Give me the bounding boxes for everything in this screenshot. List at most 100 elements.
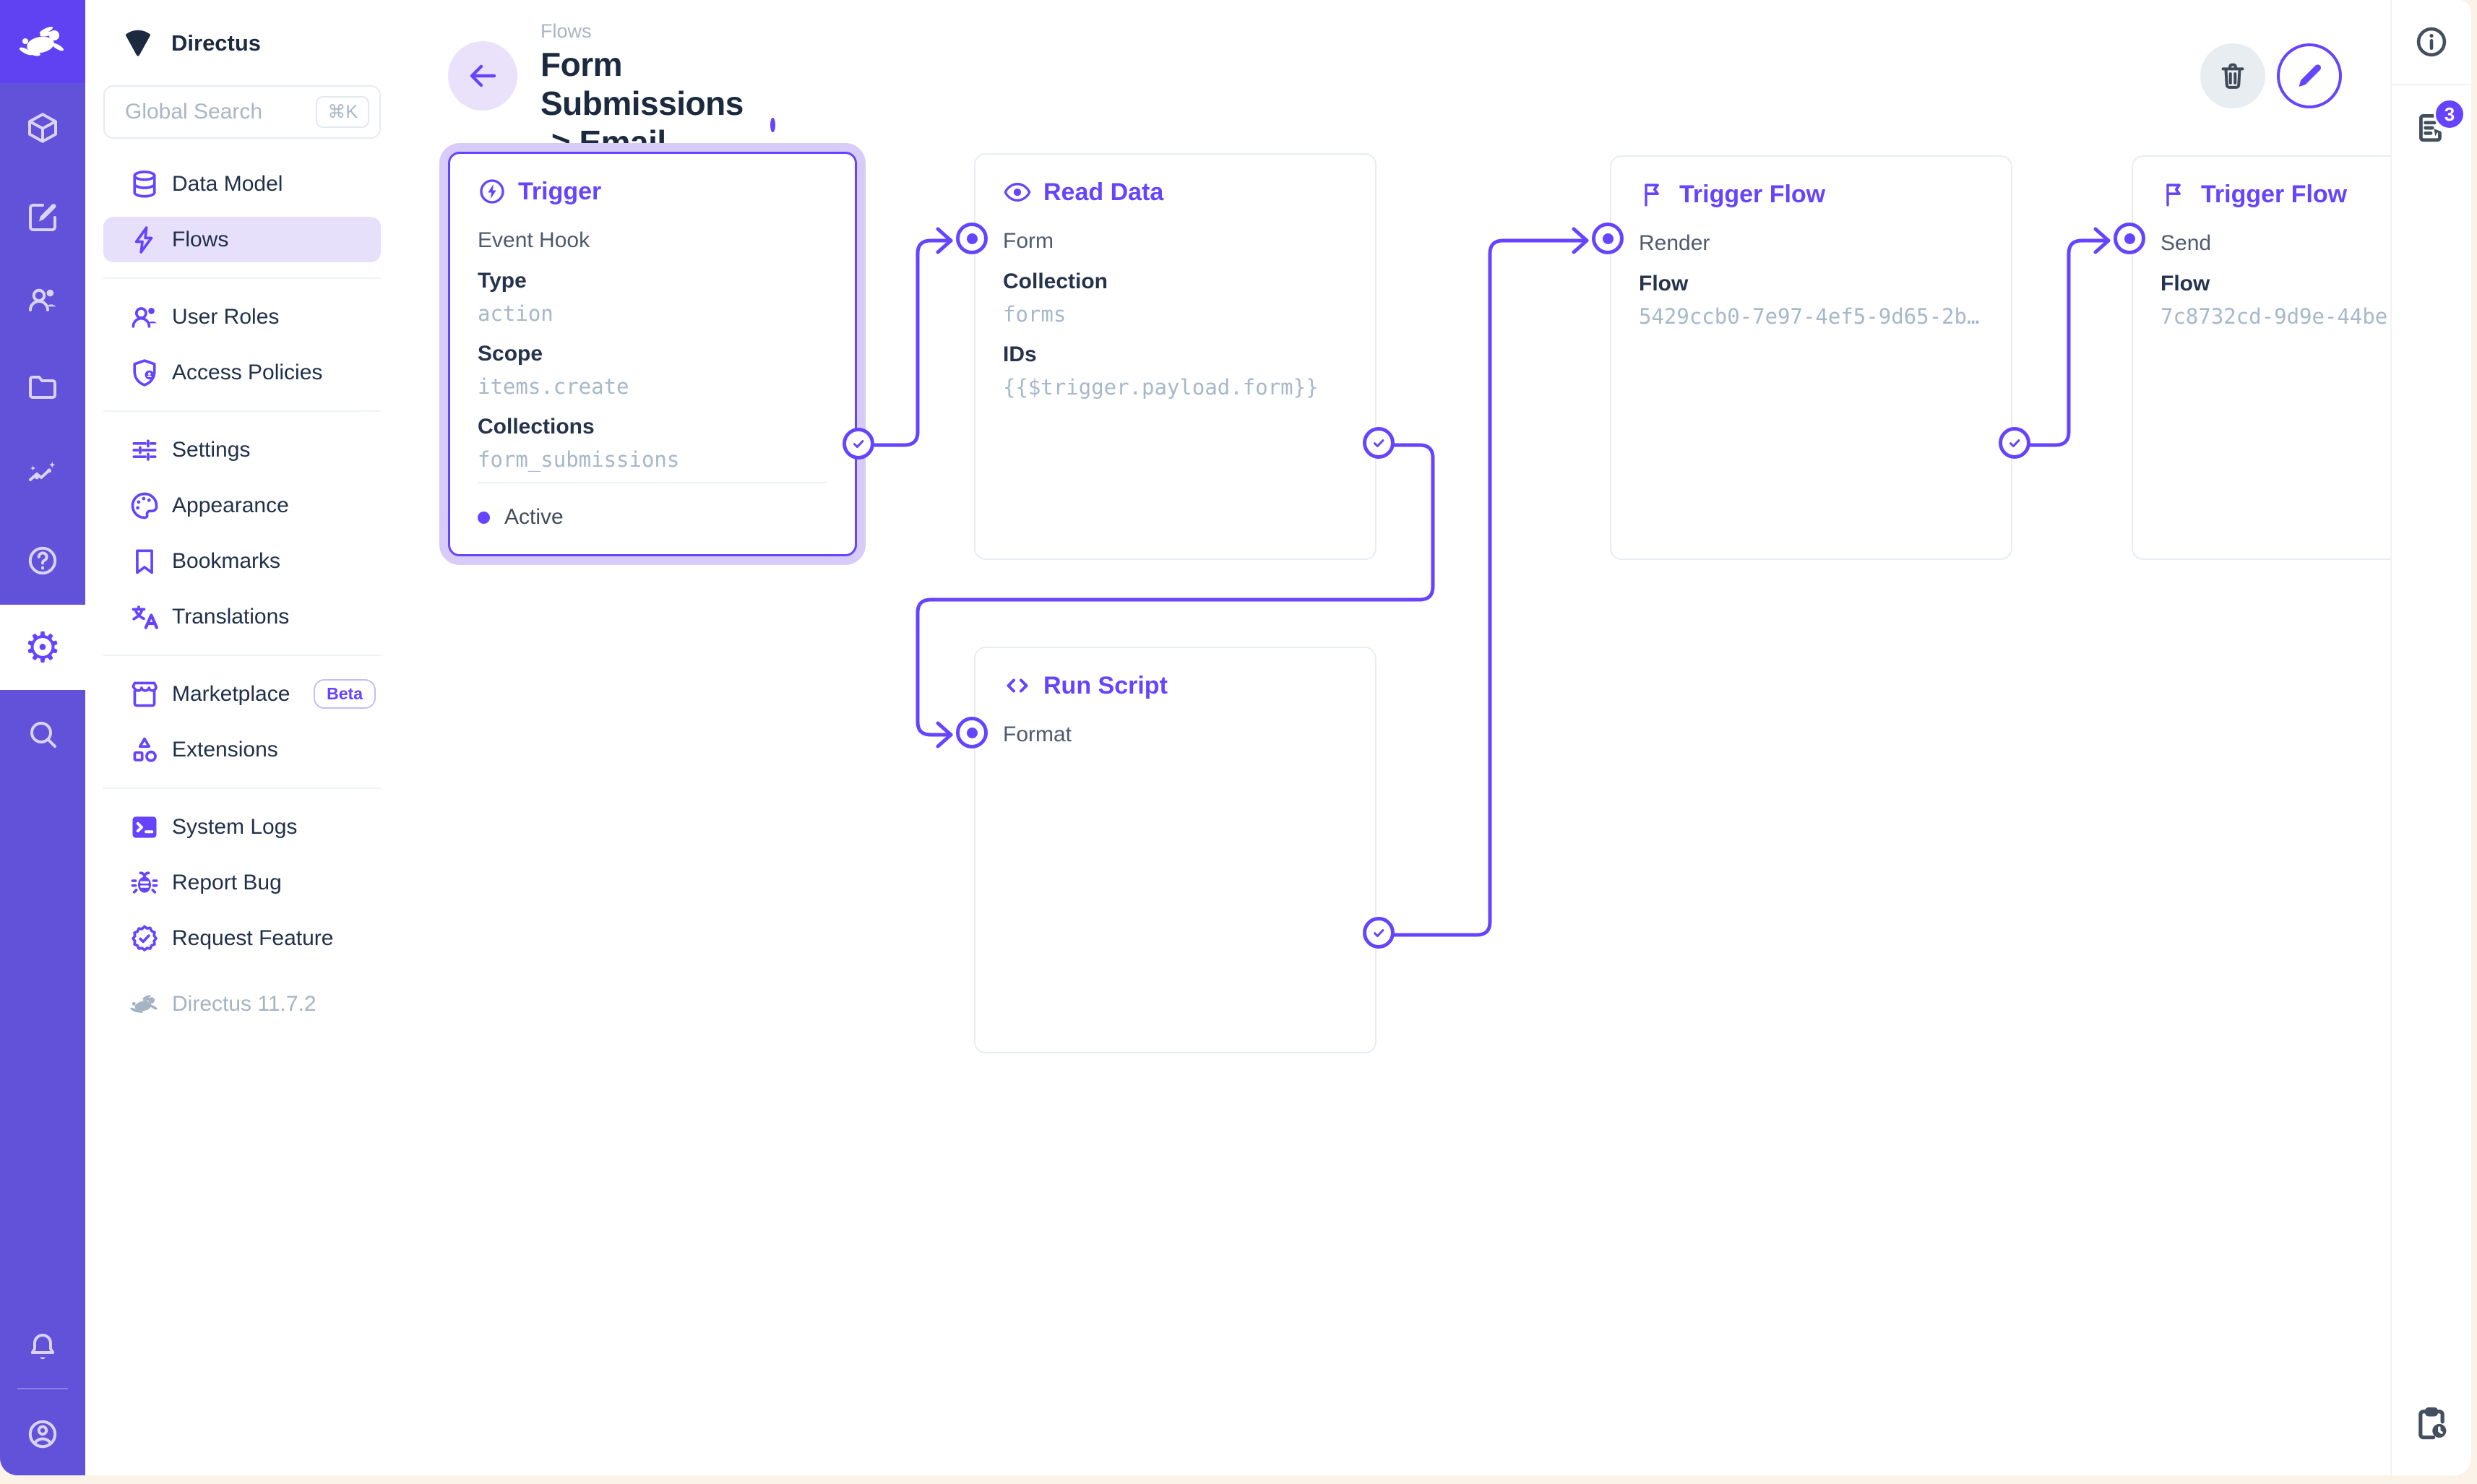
delete-flow-button[interactable] [2200, 43, 2265, 108]
input-port-label: Format [1003, 722, 1072, 746]
bookmark-icon [129, 545, 160, 577]
input-port-dot [966, 727, 978, 738]
sidebar-item-label: Report Bug [172, 870, 282, 894]
project-name: Directus [171, 30, 262, 56]
sidebar-item-system-logs[interactable]: System Logs [85, 799, 399, 855]
input-port[interactable] [956, 223, 988, 254]
sidebar-item-report-bug[interactable]: Report Bug [85, 855, 399, 910]
input-port[interactable] [2114, 223, 2145, 254]
module-users-icon[interactable] [0, 265, 85, 335]
sidebar-item-appearance[interactable]: Appearance [85, 478, 399, 533]
sidebar-item-label: Appearance [172, 493, 289, 517]
sidebar-item-marketplace[interactable]: Marketplace Beta [85, 666, 399, 722]
field-label: Scope [478, 342, 543, 366]
notices-button[interactable]: 3 [2392, 85, 2471, 169]
module-active-tile [0, 605, 85, 690]
flow-active-dot [770, 118, 775, 132]
right-sidebar-divider [2392, 84, 2471, 85]
palette-icon [129, 490, 160, 522]
nav-divider [103, 410, 381, 412]
sidebar-item-extensions[interactable]: Extensions [85, 722, 399, 777]
flow-node-title: Trigger [518, 177, 602, 205]
sidebar-item-label: Extensions [172, 737, 278, 762]
sidebar-item-user-roles[interactable]: User Roles [85, 289, 399, 345]
sidebar-item-label: Bookmarks [172, 548, 281, 573]
sidebar-item-settings[interactable]: Settings [85, 422, 399, 478]
flow-node-body: Format [1003, 720, 1355, 759]
storefront-icon [129, 678, 160, 710]
input-port[interactable] [1592, 223, 1624, 254]
field-value: {{$trigger.payload.form}} [1003, 375, 1319, 400]
sidebar-item-data-model[interactable]: Data Model [85, 156, 399, 212]
nav-divider [103, 655, 381, 656]
output-port[interactable] [1363, 917, 1395, 949]
field-label: IDs [1003, 342, 1037, 366]
module-insights-icon[interactable] [0, 439, 85, 509]
sidebar-item-directus-11-7-2: Directus 11.7.2 [85, 976, 399, 1032]
module-edit-icon[interactable] [0, 182, 85, 251]
eye-icon [1003, 178, 1032, 207]
back-button[interactable] [448, 41, 517, 111]
sidebar-item-label: Marketplace [172, 681, 290, 706]
user-roles-icon [129, 301, 160, 333]
input-port-dot [966, 233, 978, 244]
flow-node-header: Trigger [478, 177, 601, 206]
module-notifications-bell-icon[interactable] [0, 1313, 85, 1382]
translate-icon [129, 601, 160, 633]
flow-node-title: Run Script [1043, 671, 1168, 699]
card-footer-divider [478, 482, 827, 483]
beta-badge: Beta [314, 679, 376, 709]
input-port-label: Send [2161, 231, 2212, 255]
module-help-icon[interactable] [0, 526, 85, 595]
input-port[interactable] [956, 717, 988, 749]
terminal-icon [129, 811, 160, 843]
flow-canvas[interactable]: Flows Form Submissions -> Email Notifica… [399, 0, 2471, 1475]
project-header[interactable]: Directus [85, 0, 399, 65]
global-search-input[interactable]: Global Search ⌘K [103, 85, 381, 139]
notices-count-badge: 3 [2434, 98, 2465, 130]
sidebar-item-translations[interactable]: Translations [85, 589, 399, 644]
module-user-avatar-icon[interactable] [0, 1399, 85, 1469]
field-label: Flow [2161, 272, 2210, 295]
sidebar-item-access-policies[interactable]: Access Policies [85, 345, 399, 400]
database-icon [129, 168, 160, 200]
module-search-icon[interactable] [0, 699, 85, 769]
revisions-pending-button[interactable] [2392, 1389, 2471, 1458]
info-button[interactable] [2392, 0, 2471, 84]
sidebar-item-label: System Logs [172, 814, 298, 839]
access-policies-icon [129, 357, 160, 389]
sidebar-item-bookmarks[interactable]: Bookmarks [85, 533, 399, 589]
project-fan-icon [119, 23, 157, 64]
sidebar-item-label: User Roles [172, 304, 280, 329]
flow-node-title: Read Data [1043, 178, 1164, 206]
flow-status: Active [478, 505, 564, 530]
field-label: Flow [1639, 272, 1689, 295]
flow-node-title: Trigger Flow [1679, 180, 1826, 208]
flow-node-header: Trigger Flow [1639, 180, 1825, 209]
module-settings-gear-icon[interactable]: ⚙ [24, 623, 61, 672]
flag-icon [1639, 180, 1668, 209]
output-port[interactable] [1999, 427, 2030, 459]
input-port-label: Form [1003, 229, 1054, 253]
flow-node-header: Read Data [1003, 178, 1163, 207]
sidebar-item-label: Settings [172, 437, 251, 462]
directus-logo[interactable] [0, 0, 85, 83]
output-port[interactable] [843, 428, 874, 460]
module-folder-icon[interactable] [0, 353, 85, 422]
sidebar-item-flows[interactable]: Flows [85, 212, 399, 267]
edit-flow-button[interactable] [2277, 43, 2342, 108]
module-bar: ⚙ [0, 0, 85, 1475]
right-sidebar: 3 [2390, 0, 2471, 1475]
output-port[interactable] [1363, 427, 1395, 459]
breadcrumb[interactable]: Flows [540, 20, 592, 42]
module-box-icon[interactable] [0, 93, 85, 163]
sidebar-item-request-feature[interactable]: Request Feature [85, 910, 399, 966]
